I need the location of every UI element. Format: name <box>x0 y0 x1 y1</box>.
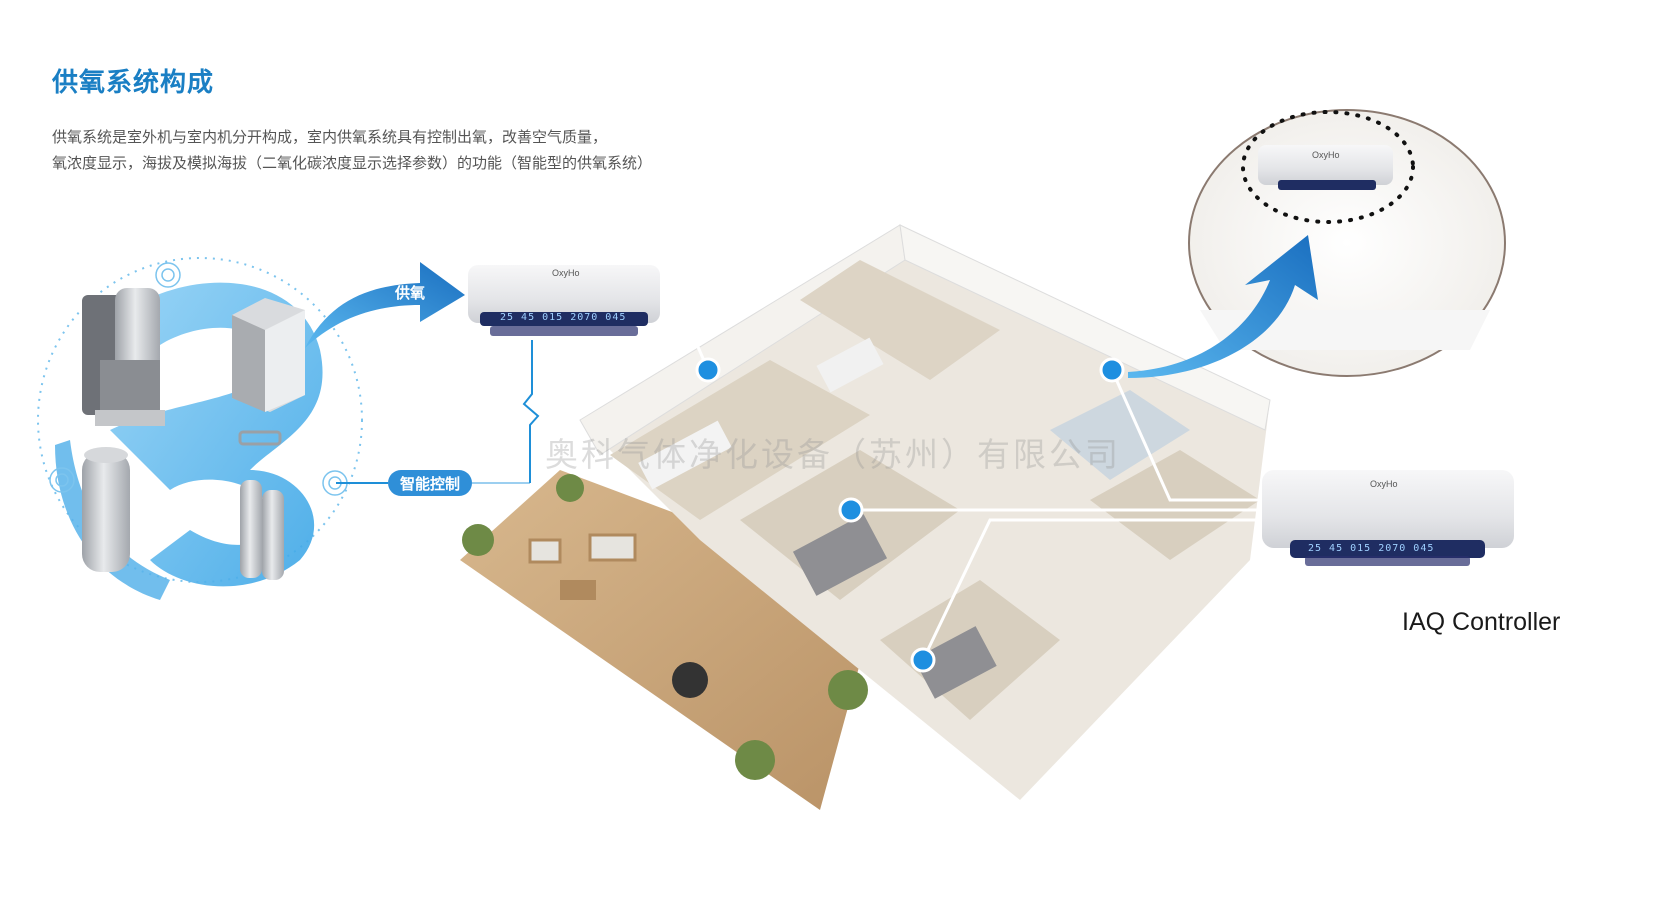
oxygen-supply-arrow <box>305 262 465 348</box>
signal-lines <box>660 294 1262 661</box>
flow-swirl <box>110 282 323 587</box>
watermark-text: 奥科气体净化设备（苏州）有限公司 <box>545 435 1121 474</box>
flow-dotted-ring <box>37 257 363 583</box>
iaq-controller-unit <box>1262 470 1514 566</box>
bathroom <box>1050 390 1190 480</box>
signal-icon <box>49 262 348 496</box>
page-title: 供氧系统构成 <box>52 68 215 98</box>
living-room <box>610 360 870 520</box>
oxygen-generator-machine <box>82 288 165 426</box>
apartment-floorplan <box>460 224 1271 810</box>
description-line-1: 供氧系统是室外机与室内机分开构成，室内供氧系统具有控制出氧，改善空气质量， <box>52 128 608 146</box>
indoor-unit-top <box>468 265 660 336</box>
oxygen-cabinet <box>232 298 305 412</box>
iaq-unit-display: 25 45 015 2070 045 <box>1308 543 1435 554</box>
iaq-controller-label: IAQ Controller <box>1402 608 1561 636</box>
liquid-oxygen-tank <box>82 447 130 572</box>
iaq-unit-brand: OxyHo <box>1370 479 1398 489</box>
top-unit-brand: OxyHo <box>552 268 580 278</box>
wireless-zigzag <box>522 340 540 483</box>
outdoor-unit-group <box>37 257 363 600</box>
zoom-unit-brand: OxyHo <box>1312 150 1340 160</box>
kitchen <box>800 260 1000 380</box>
gas-cylinders <box>238 430 284 580</box>
zoom-arrow <box>1128 235 1318 378</box>
oxygen-supply-label: 供氧 <box>394 284 425 302</box>
top-unit-display: 25 45 015 2070 045 <box>500 312 627 323</box>
study-room <box>1090 450 1260 560</box>
description-line-2: 氧浓度显示，海拔及模拟海拔（二氧化碳浓度显示选择参数）的功能（智能型的供氧系统） <box>52 154 653 172</box>
smart-control-pill <box>388 470 472 496</box>
smart-control-label: 智能控制 <box>399 475 460 493</box>
sensor-markers <box>695 357 1125 673</box>
